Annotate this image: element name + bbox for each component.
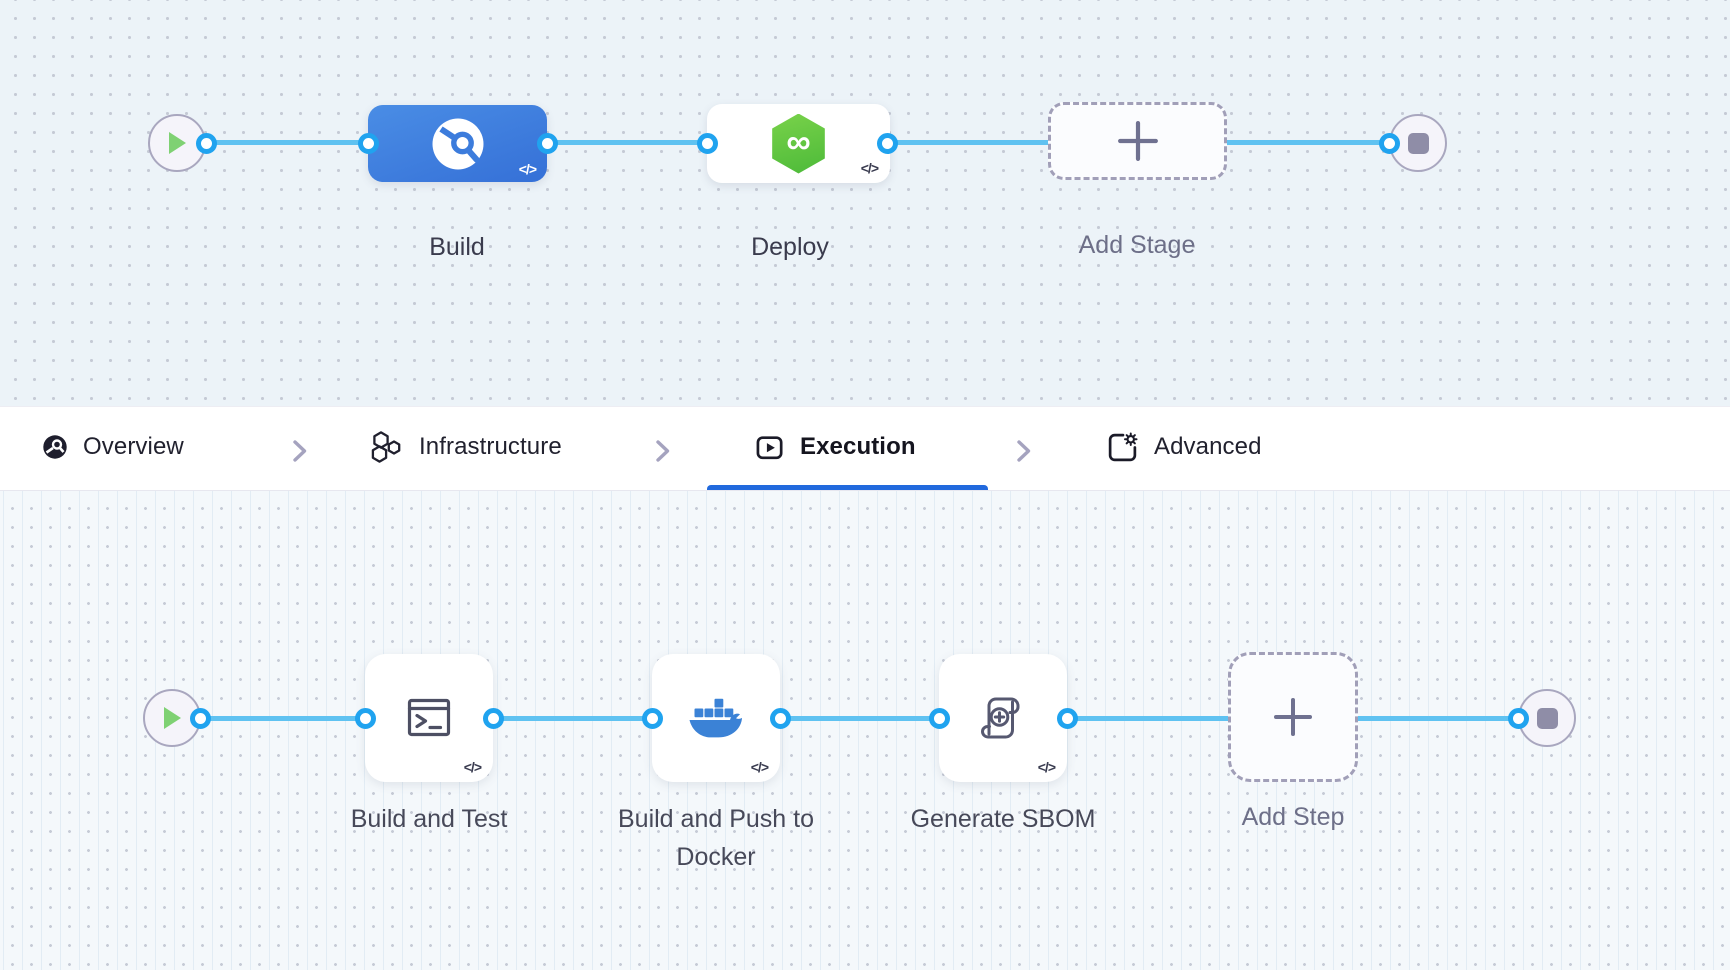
play-icon <box>169 132 186 154</box>
add-stage-label: Add Stage <box>1078 231 1196 259</box>
add-step-label: Add Step <box>1241 803 1345 831</box>
code-badge: </> <box>860 160 879 176</box>
connector-port[interactable] <box>354 707 376 729</box>
add-step-button[interactable] <box>1228 652 1358 782</box>
connector-port[interactable] <box>1056 707 1078 729</box>
stop-icon <box>1407 132 1429 154</box>
step-label-build-and-test: Build and Test <box>350 805 508 833</box>
harness-ci-icon <box>432 118 483 169</box>
tab-infrastructure[interactable]: Infrastructure <box>368 407 562 487</box>
terminal-icon <box>407 698 451 737</box>
step-label-build-and-push-to-docker: Build and Push to Docker <box>618 805 814 871</box>
tab-overview[interactable]: Overview <box>42 407 184 487</box>
overview-icon <box>43 435 67 459</box>
execution-steps-canvas: </> </> </> <box>0 491 1730 970</box>
chevron-right-icon <box>656 440 670 462</box>
connector-port[interactable] <box>1507 707 1529 729</box>
harness-cd-icon: ∞ <box>772 113 825 174</box>
connector-port[interactable] <box>536 132 558 154</box>
code-badge: </> <box>750 759 769 775</box>
tab-label: Infrastructure <box>419 433 562 460</box>
play-icon <box>164 707 181 729</box>
connector-port[interactable] <box>1378 132 1400 154</box>
advanced-settings-icon <box>1108 431 1138 461</box>
stage-node-build[interactable]: </> <box>368 105 547 182</box>
step-node-build-and-test[interactable]: </> <box>365 654 493 782</box>
tab-execution[interactable]: Execution <box>754 407 916 487</box>
plus-icon <box>1274 698 1312 736</box>
stop-icon <box>1536 707 1558 729</box>
stage-label-deploy: Deploy <box>751 233 829 261</box>
code-badge: </> <box>1037 759 1056 775</box>
stage-config-tab-bar: Overview Infrastructure Execution <box>0 406 1730 491</box>
connector-port[interactable] <box>195 132 217 154</box>
connector-port[interactable] <box>769 707 791 729</box>
tab-label: Execution <box>800 433 916 460</box>
connector-port[interactable] <box>189 707 211 729</box>
sbom-scroll-icon <box>981 697 1020 739</box>
connector-port[interactable] <box>482 707 504 729</box>
docker-icon <box>689 698 742 738</box>
connector-port[interactable] <box>357 132 379 154</box>
stage-label-build: Build <box>429 233 485 261</box>
infinity-glyph: ∞ <box>786 123 811 161</box>
code-badge: </> <box>518 161 537 177</box>
active-tab-underline <box>707 485 988 490</box>
step-node-generate-sbom[interactable]: </> <box>939 654 1067 782</box>
chevron-right-icon <box>1017 440 1031 462</box>
pipeline-start-node[interactable] <box>148 114 206 172</box>
connector-port[interactable] <box>876 132 898 154</box>
plus-icon <box>1117 121 1158 161</box>
code-badge: </> <box>463 759 482 775</box>
infrastructure-icon <box>371 431 401 463</box>
connector-port[interactable] <box>696 132 718 154</box>
execution-icon <box>756 435 783 459</box>
step-label-generate-sbom: Generate SBOM <box>910 805 1096 833</box>
tab-advanced[interactable]: Advanced <box>1106 407 1262 487</box>
connector-port[interactable] <box>928 707 950 729</box>
tab-label: Overview <box>83 433 184 460</box>
step-node-build-and-push-to-docker[interactable]: </> <box>652 654 780 782</box>
add-stage-button[interactable] <box>1048 102 1227 180</box>
connector-port[interactable] <box>641 707 663 729</box>
tab-label: Advanced <box>1154 433 1262 460</box>
stage-pipeline-canvas: </> ∞ </> Build Deploy Add Stage <box>0 0 1730 406</box>
chevron-right-icon <box>293 440 307 462</box>
connector-line <box>172 715 1518 721</box>
stage-node-deploy[interactable]: ∞ </> <box>707 104 890 183</box>
